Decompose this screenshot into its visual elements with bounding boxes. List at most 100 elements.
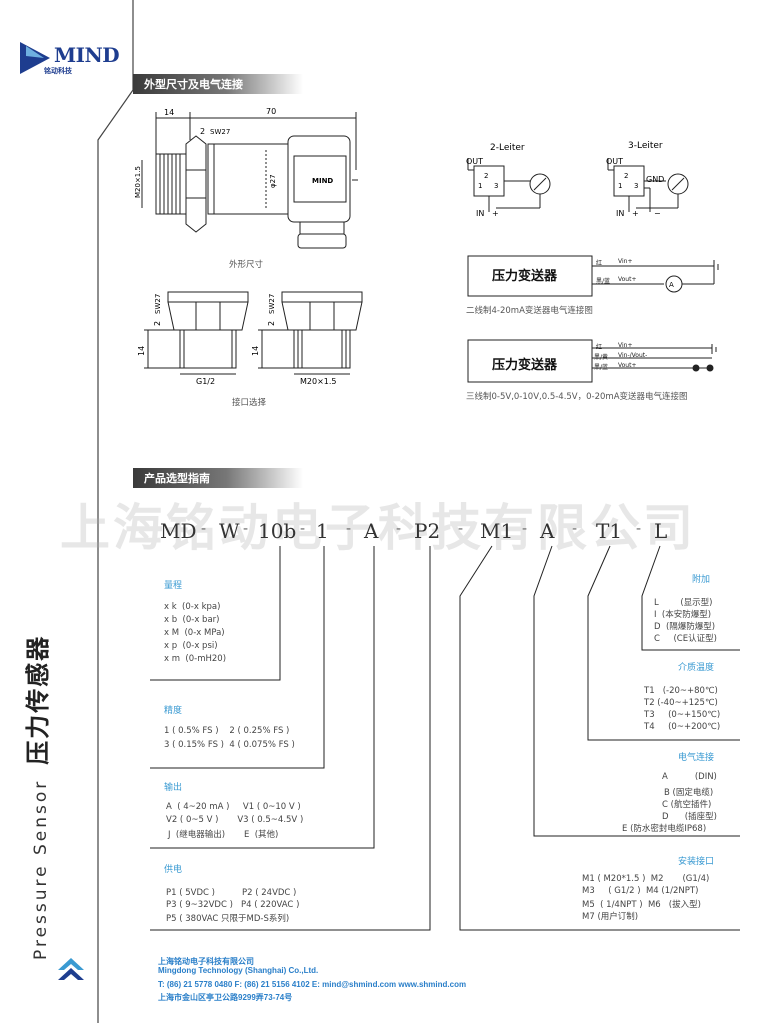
group-title-mount: 安装接口: [678, 857, 715, 867]
group-title-supply: 供电: [164, 865, 183, 875]
code-part: 10b: [258, 519, 297, 543]
code-part: 1: [316, 519, 329, 543]
elec-option: D (插座型): [662, 812, 717, 822]
sidebar: MIND 铭动科技 Pressure Sensor压力传感器: [0, 0, 138, 1023]
wire-color-1: 红: [596, 260, 603, 267]
mount-option: M5 ( 1/4NPT ) M6 (拔入型): [582, 900, 701, 910]
dim-70: 70: [266, 107, 276, 116]
wire-color-5: 黑/蓝: [594, 364, 609, 371]
sidebar-frame: [97, 0, 134, 1023]
wire-signal-3: Vin+: [618, 342, 633, 349]
medium-option: T4 (0~+200℃): [644, 722, 721, 732]
in-label: IN: [476, 209, 484, 218]
wire-color-3: 红: [596, 344, 603, 351]
section-title: 产品选型指南: [144, 472, 210, 485]
wire-color-4: 黑/黄: [594, 354, 609, 361]
wire-signal-5: Vout+: [618, 362, 637, 369]
logo-subtitle: 铭动科技: [44, 67, 72, 75]
medium-option: T1 (-20~+80℃): [644, 686, 718, 696]
port-dim-2a: 2: [153, 321, 162, 326]
plus-label-3: +: [632, 209, 639, 218]
transmitter-label-2: 压力变送器: [492, 269, 558, 284]
port-tag-m20: M20×1.5: [300, 377, 337, 386]
three-wire-title: 3-Leiter: [628, 141, 663, 151]
port-tag-g12: G1/2: [196, 377, 215, 386]
supply-option: P5 ( 380VAC 只限于MD-S系列): [166, 914, 290, 924]
section-header-dimensions: 外型尺寸及电气连接: [133, 74, 303, 94]
dim-dia: φ27: [269, 174, 277, 188]
footer-contact: T: (86) 21 5778 0480 F: (86) 21 5156 410…: [158, 980, 467, 989]
meter-icon: A: [669, 281, 674, 289]
pin-3b: 3: [634, 182, 638, 190]
caption-port: 接口选择: [232, 398, 267, 408]
pin-1: 1: [478, 182, 482, 190]
pin-1b: 1: [618, 182, 622, 190]
code-dash: -: [396, 519, 402, 537]
group-title-electrical: 电气连接: [678, 753, 715, 763]
elec-option: C (航空插件): [662, 800, 712, 810]
code-part: MD: [160, 519, 197, 543]
port-dim-2b: 2: [267, 321, 276, 326]
plus-label: +: [492, 209, 499, 218]
code-dash: -: [346, 519, 352, 537]
dim-14: 14: [164, 108, 174, 117]
output-option: V2 ( 0~5 V ) V3 ( 0.5~4.5V ): [166, 815, 304, 825]
accuracy-option: 1 ( 0.5% FS ) 2 ( 0.25% FS ): [164, 726, 290, 736]
supply-option: P1 ( 5VDC ) P2 ( 24VDC ): [166, 888, 297, 898]
three-wire-diagram: [467, 339, 717, 383]
logo-mark-icon: [20, 42, 50, 74]
mount-option: M3 ( G1/2 ) M4 (1/2NPT): [582, 886, 699, 896]
code-part: L: [654, 519, 668, 543]
footer-address: 上海市金山区亭卫公路9299弄73-74号: [158, 993, 293, 1002]
extra-option: D (隔爆防爆型): [654, 622, 716, 632]
code-dash: -: [458, 519, 464, 537]
code-part: P2: [414, 519, 441, 543]
code-dash: -: [522, 519, 528, 537]
code-dash: -: [636, 519, 642, 537]
extra-option: I (本安防爆型): [654, 610, 712, 620]
code-part: W: [219, 519, 240, 543]
supply-option: P3 ( 9~32VDC ) P4 ( 220VAC ): [166, 900, 300, 910]
dim-sw27: SW27: [210, 128, 230, 136]
dim-thread: M20×1.5: [134, 166, 142, 198]
code-part: A: [364, 519, 379, 543]
two-wire-title: 2-Leiter: [490, 143, 525, 153]
group-title-extra: 附加: [692, 575, 711, 585]
port-drawings: G1/2 M20×1.5 SW27 SW27 2 2 14 14: [137, 291, 363, 386]
caption-outline: 外形尺寸: [229, 260, 264, 270]
dim-2: 2: [200, 127, 205, 136]
pin-2b: 2: [624, 172, 628, 180]
port-sw-2: SW27: [268, 294, 276, 314]
pin-2: 2: [484, 172, 488, 180]
wire-signal-4: Vin-/Vout-: [618, 352, 648, 359]
output-option: A ( 4~20 mA ) V1 ( 0~10 V ): [166, 802, 301, 812]
elec-option: E (防水密封电缆IP68): [622, 824, 707, 834]
wire-color-2: 黑/蓝: [596, 278, 611, 285]
code-dash: -: [572, 519, 578, 537]
pin-3: 3: [494, 182, 498, 190]
code-part: T1: [596, 519, 623, 543]
code-dash: -: [300, 519, 306, 537]
out-label: OUT: [466, 157, 483, 166]
watermark: 上海铭动电子科技有限公司: [60, 499, 696, 557]
footer-company-en: Mingdong Technology (Shanghai) Co.,Ltd.: [158, 966, 319, 975]
in-label-3: IN: [616, 209, 624, 218]
range-option: x M (0-x MPa): [164, 628, 225, 638]
gnd-label: GND: [646, 175, 664, 184]
extra-option: L (显示型): [654, 598, 713, 608]
code-part: M1: [480, 519, 514, 543]
footer-company-cn: 上海铭动电子科技有限公司: [158, 957, 254, 966]
code-part: A: [540, 519, 555, 543]
extra-option: C (CE认证型): [654, 634, 717, 644]
range-option: x p (0-x psi): [164, 641, 218, 651]
code-dash: -: [243, 519, 249, 537]
section-title: 外型尺寸及电气连接: [144, 78, 243, 91]
group-title-accuracy: 精度: [164, 706, 183, 716]
wiring-pinout: 2-Leiter 3-Leiter OUT OUT IN IN + + − GN…: [466, 141, 689, 218]
logo-name: MIND: [54, 43, 120, 67]
port-dim-14b: 14: [251, 346, 260, 356]
accuracy-option: 3 ( 0.15% FS ) 4 ( 0.075% FS ): [164, 740, 295, 750]
mount-option: M7 (用户订制): [582, 912, 639, 922]
port-dim-14a: 14: [137, 346, 146, 356]
